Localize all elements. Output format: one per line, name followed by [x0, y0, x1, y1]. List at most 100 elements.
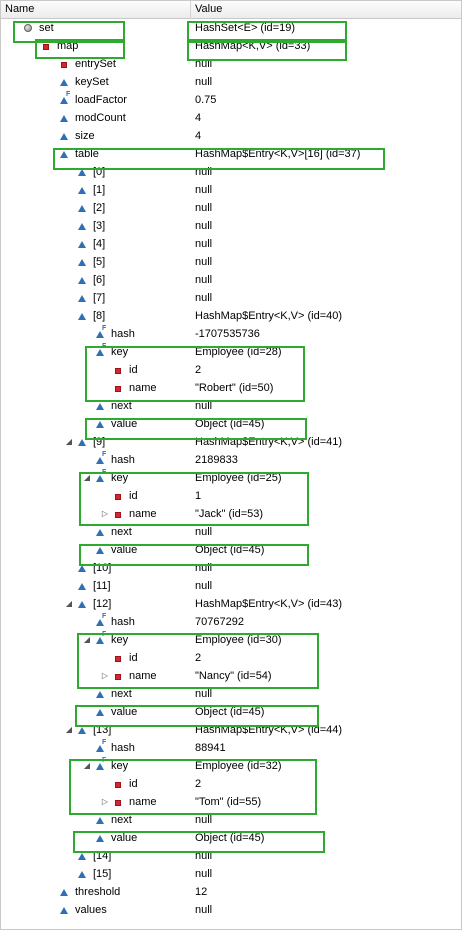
variable-value: HashSet<E> (id=19) — [195, 22, 295, 34]
variable-name: [15] — [93, 868, 112, 880]
variable-value: 70767292 — [195, 616, 244, 628]
expanded-arrow-icon[interactable]: ◢ — [83, 473, 91, 482]
variable-row[interactable]: ▷name"Nancy" (id=54) — [1, 667, 461, 685]
variable-row[interactable]: [1]null — [1, 181, 461, 199]
variable-name: key — [111, 472, 129, 484]
expanded-arrow-icon[interactable]: ◢ — [83, 635, 91, 644]
variable-row[interactable]: [5]null — [1, 253, 461, 271]
collapsed-arrow-icon[interactable]: ▷ — [101, 671, 109, 680]
variable-value: HashMap$Entry<K,V> (id=44) — [195, 724, 343, 736]
variable-row[interactable]: [15]null — [1, 865, 461, 883]
entry12-value-highlight — [75, 705, 319, 727]
field-icon — [77, 311, 88, 322]
field-icon — [95, 815, 106, 826]
field-icon — [95, 527, 106, 538]
variable-value: 1 — [195, 490, 202, 502]
field-icon — [77, 257, 88, 268]
expanded-arrow-icon[interactable]: ◢ — [65, 437, 73, 446]
variable-row[interactable]: [3]null — [1, 217, 461, 235]
variable-row[interactable]: [11] null — [1, 577, 461, 595]
variable-name: id — [129, 778, 138, 790]
variable-name: value — [111, 706, 138, 718]
variable-name: hash — [111, 454, 135, 466]
variable-row[interactable]: [6]null — [1, 271, 461, 289]
expanded-arrow-icon[interactable]: ◢ — [65, 725, 73, 734]
entry12-key-highlight — [77, 633, 319, 689]
variable-row[interactable]: [8]HashMap$Entry<K,V> (id=40) — [1, 307, 461, 325]
field-icon — [77, 599, 88, 610]
variable-name: [11] — [93, 580, 111, 592]
variable-value: "Robert" (id=50) — [195, 382, 274, 394]
variable-value: 2189833 — [195, 454, 238, 466]
variable-row[interactable]: ▷name"Jack" (id=53) — [1, 505, 461, 523]
variable-row[interactable]: [7]null — [1, 289, 461, 307]
variable-row[interactable]: ◢ [13] HashMap$Entry<K,V> (id=44) — [1, 721, 461, 739]
variable-name: next — [111, 400, 132, 412]
variable-name: name — [129, 796, 157, 808]
variable-row[interactable]: ◢[12]HashMap$Entry<K,V> (id=43) — [1, 595, 461, 613]
field-icon — [59, 77, 70, 88]
field-icon — [77, 563, 88, 574]
private-field-icon — [113, 491, 124, 502]
variable-row[interactable]: ▷name"Tom" (id=55) — [1, 793, 461, 811]
field-icon — [77, 167, 88, 178]
private-field-icon — [113, 671, 124, 682]
variable-row[interactable]: [4]null — [1, 235, 461, 253]
variable-name: [13] — [93, 724, 112, 736]
variable-row[interactable]: [14]null — [1, 847, 461, 865]
field-icon — [77, 185, 88, 196]
expanded-arrow-icon[interactable]: ◢ — [65, 599, 73, 608]
variable-value: -1707535736 — [195, 328, 260, 340]
variable-name: key — [111, 760, 129, 772]
field-icon — [95, 833, 106, 844]
value-column-header[interactable]: Value — [195, 3, 223, 15]
field-icon — [95, 707, 106, 718]
variable-value: 2 — [195, 364, 202, 376]
private-field-icon — [113, 653, 124, 664]
name-column-header[interactable]: Name — [1, 1, 191, 19]
collapsed-arrow-icon[interactable]: ▷ — [101, 797, 109, 806]
private-field-icon — [59, 59, 70, 70]
variable-name: next — [111, 688, 132, 700]
set-value-highlight — [187, 21, 347, 43]
entry13-value-highlight — [73, 831, 325, 853]
variable-value: null — [195, 580, 213, 592]
variable-name: [14] — [93, 850, 112, 862]
variable-value: null — [195, 184, 213, 196]
variable-row[interactable]: name"Robert" (id=50) — [1, 379, 461, 397]
variable-row[interactable]: [2]null — [1, 199, 461, 217]
variable-name: name — [129, 508, 157, 520]
expanded-arrow-icon[interactable]: ◢ — [83, 761, 91, 770]
collapsed-arrow-icon[interactable]: ▷ — [101, 509, 109, 518]
variable-name: size — [75, 130, 95, 142]
